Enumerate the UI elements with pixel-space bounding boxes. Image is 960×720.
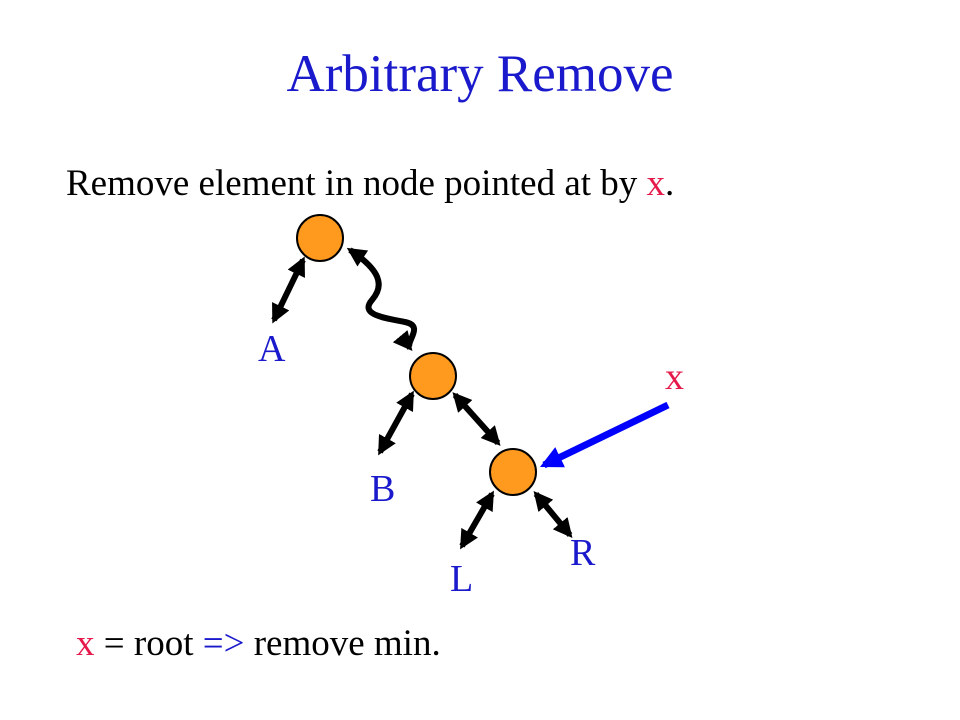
node-root [296, 214, 344, 262]
description-line: Remove element in node pointed at by x. [66, 162, 674, 205]
node-middle [409, 352, 457, 400]
edge-low-to-l [459, 490, 495, 550]
edge-mid-to-b [377, 390, 415, 456]
edge-mid-to-low [452, 392, 501, 446]
rule-result: remove min. [244, 623, 441, 664]
description-period: . [665, 163, 675, 204]
rule-var-x: x [76, 623, 95, 664]
rule-arrow: => [202, 623, 245, 664]
description-var-x: x [646, 163, 666, 204]
description-text: Remove element in node pointed at by [66, 163, 647, 204]
pointer-x-arrow [539, 401, 670, 469]
label-x: x [665, 356, 684, 398]
edge-root-to-mid-wavy [346, 247, 418, 351]
edge-root-to-a [271, 256, 306, 324]
label-b: B [370, 468, 395, 510]
rule-middle: = root [94, 623, 203, 664]
label-r: R [570, 532, 596, 574]
slide-title: Arbitrary Remove [286, 45, 674, 103]
rule-line: x = root => remove min. [76, 622, 441, 665]
label-a: A [258, 328, 286, 370]
edge-low-to-r [533, 491, 573, 538]
label-l: L [450, 558, 473, 600]
node-target [489, 448, 537, 496]
